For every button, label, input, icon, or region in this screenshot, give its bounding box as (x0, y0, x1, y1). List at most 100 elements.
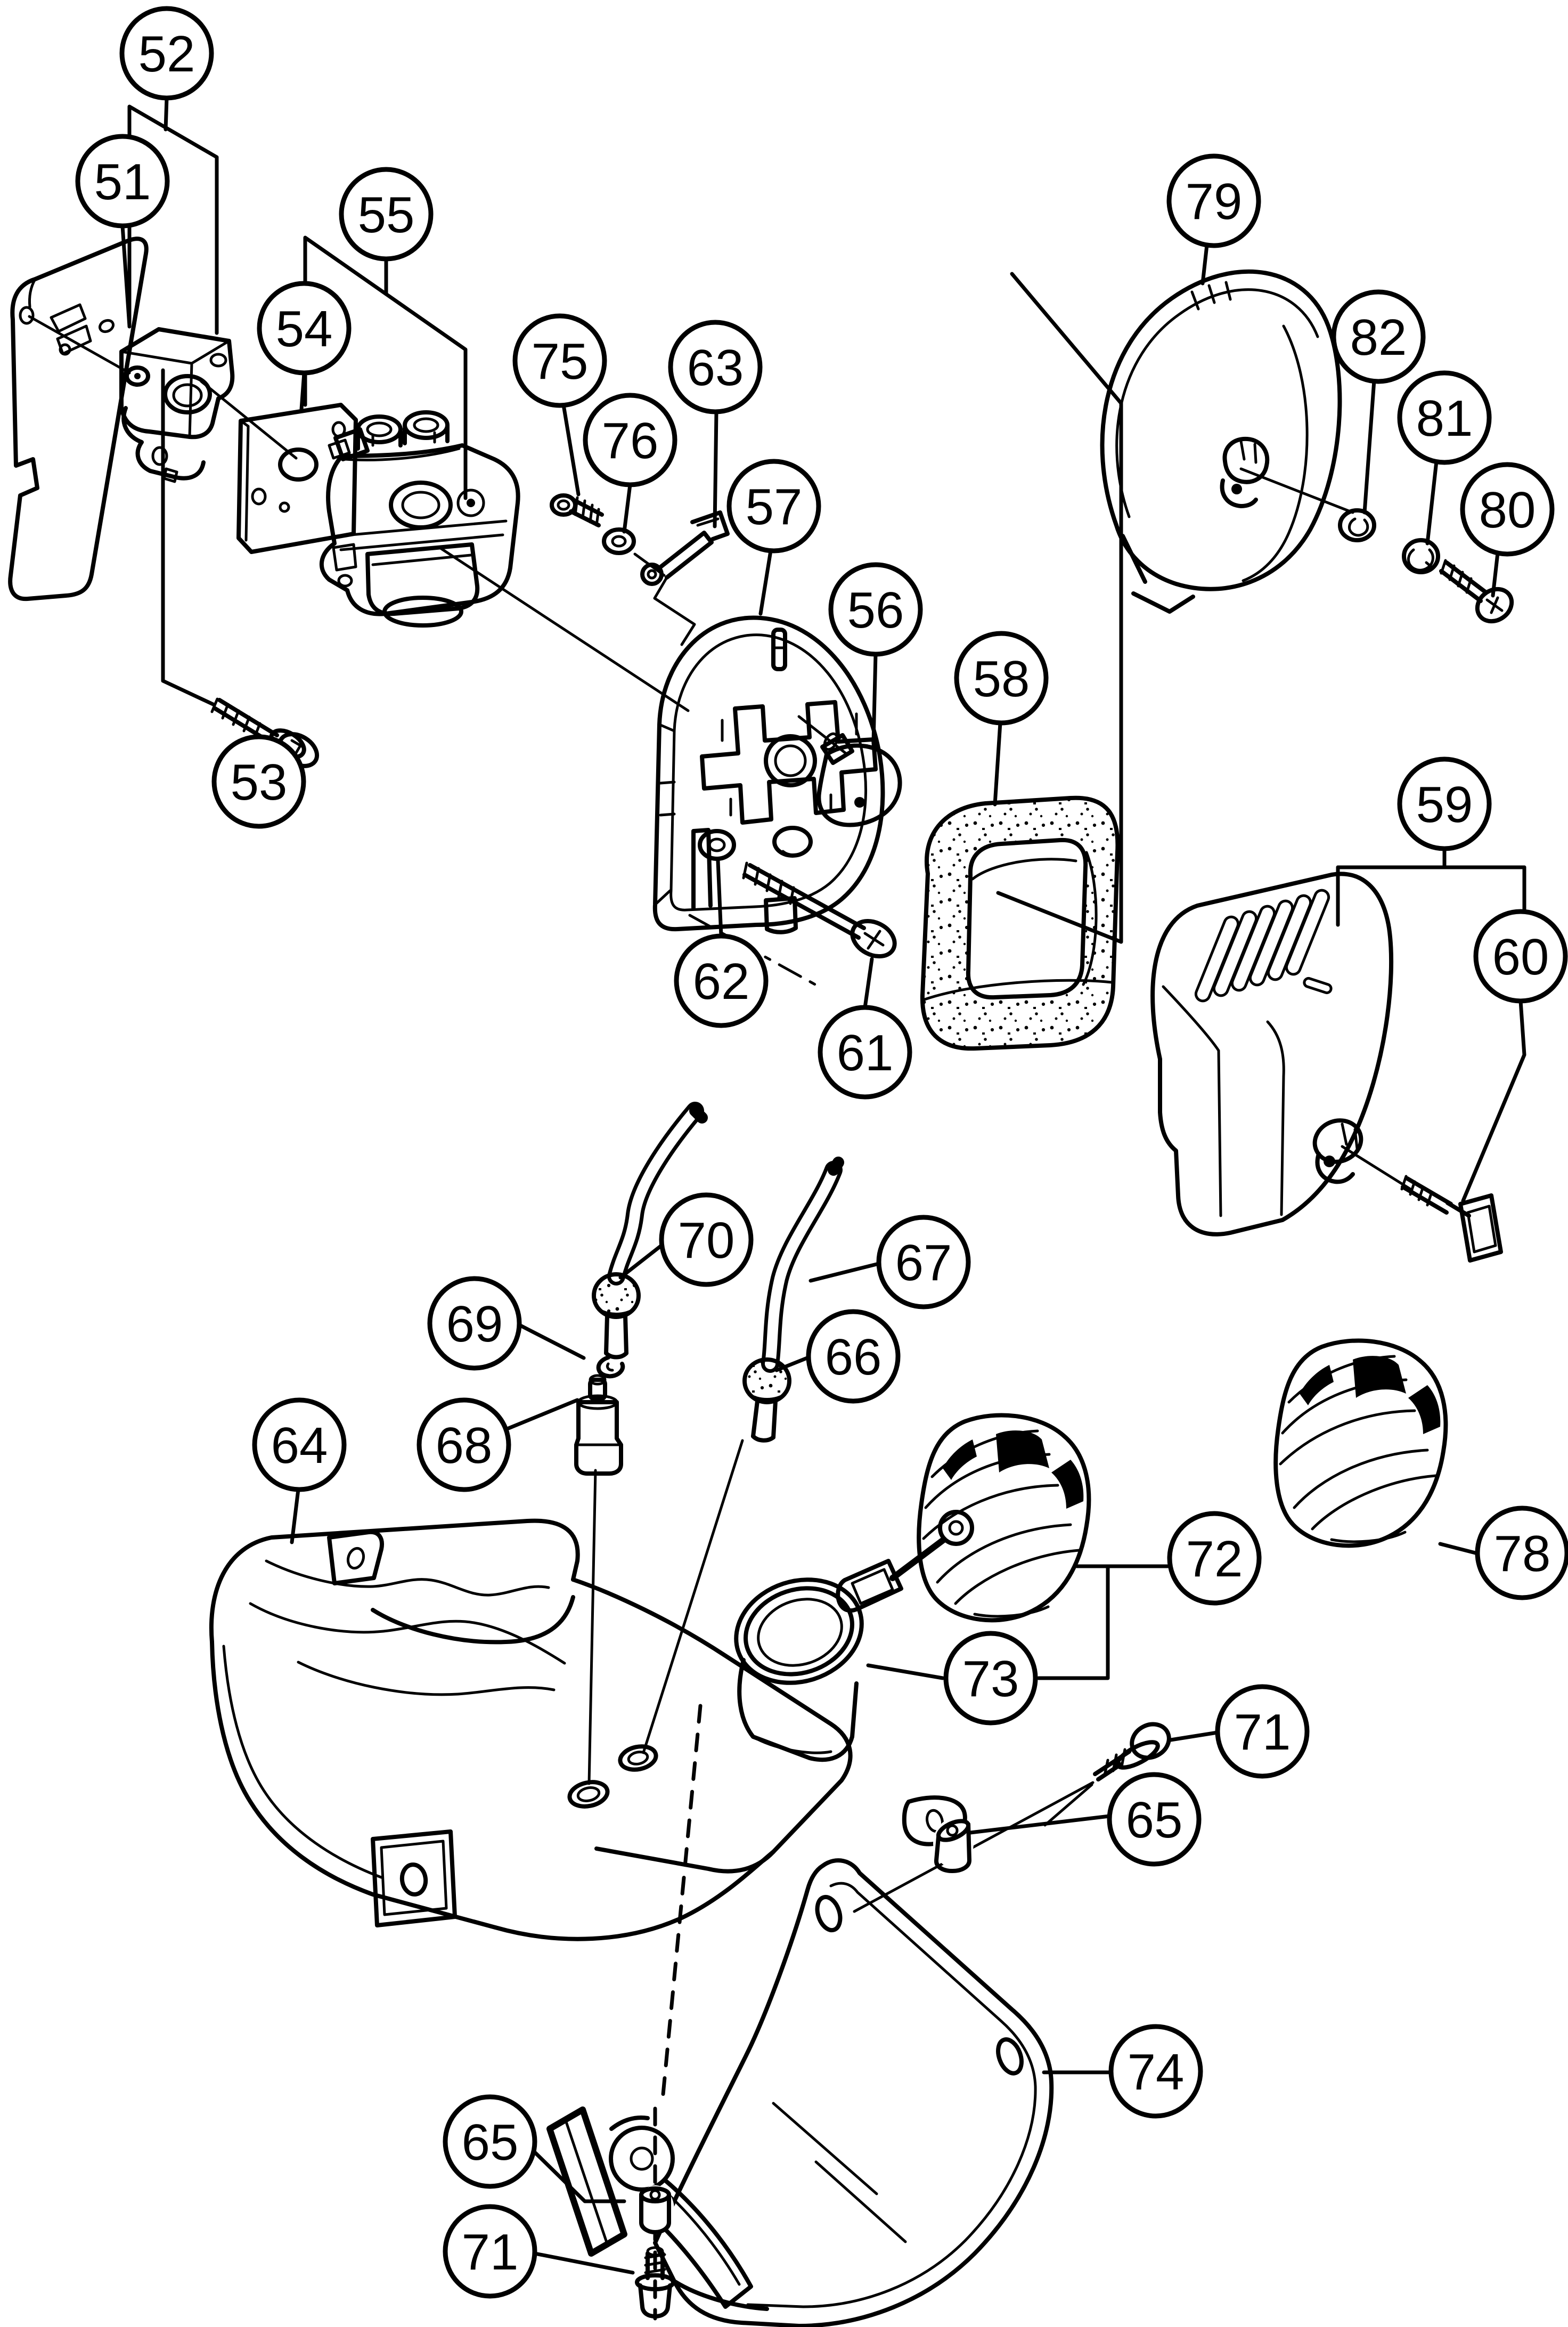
callout-balloon-68 (416, 1397, 511, 1492)
screw-71-axis-tail (1043, 1783, 1093, 1827)
screw-53-axis-line (161, 368, 215, 706)
callout-balloon-69 (427, 1276, 522, 1371)
callout-number-78: 78 (1494, 1525, 1551, 1582)
air-cleaner-plate-57-drawing (652, 615, 885, 934)
callout-balloon-64 (252, 1397, 347, 1492)
callout-balloon-52 (119, 6, 214, 101)
tank-bracket-drawing (546, 2106, 753, 2309)
callout-balloon-61 (818, 1005, 912, 1100)
callout-number-65: 65 (1126, 1792, 1183, 1849)
fuel-filter-68-drawing (574, 1374, 623, 1476)
callout-balloon-51 (75, 134, 170, 229)
callout-number-82: 82 (1350, 309, 1407, 366)
screw-61-drawing (742, 861, 897, 959)
leader-line-65 (532, 2149, 626, 2203)
callout-balloon-70 (659, 1192, 754, 1287)
cap-retainer-73-drawing (836, 1510, 974, 1613)
leader-line-76 (622, 483, 632, 534)
callout-number-73: 73 (962, 1650, 1019, 1707)
callout-number-76: 76 (602, 412, 659, 469)
leader-line-57 (758, 549, 773, 616)
callout-number-69: 69 (446, 1296, 503, 1353)
collar-65b-drawing (636, 2185, 674, 2234)
callout-balloon-76 (583, 393, 677, 487)
leader-line-61 (863, 957, 874, 1010)
callout-number-55: 55 (358, 186, 415, 243)
callout-balloon-57 (726, 459, 821, 554)
leader-line-71 (533, 2251, 635, 2275)
leader-line-70 (618, 1243, 664, 1280)
leader-line-58 (993, 721, 1002, 807)
filter-68-drop-line (587, 1469, 597, 1785)
callout-number-71: 71 (462, 2224, 519, 2281)
ring-69-drawing (596, 1355, 625, 1379)
callout-number-58: 58 (973, 650, 1030, 707)
callout-balloon-53 (211, 734, 306, 829)
leader-line-80 (1491, 551, 1500, 598)
fuel-hose-67-drawing (761, 1157, 844, 1373)
callout-number-54: 54 (276, 300, 333, 357)
washer-81-drawing (1402, 538, 1440, 574)
tank-rear-tab (327, 1529, 384, 1585)
callout-number-66: 66 (825, 1329, 882, 1386)
leader-line-73 (1036, 1564, 1110, 1680)
leader-line-64 (290, 1487, 300, 1544)
plate-57-center-boss (700, 700, 878, 858)
callout-number-56: 56 (847, 582, 904, 639)
grommet-66-drawing (742, 1357, 791, 1443)
callout-balloons: 5152535455565758596061626364656667686970… (75, 6, 1568, 2299)
callout-balloon-82 (1331, 289, 1426, 384)
leader-line-78 (1438, 1542, 1480, 1556)
choke-link-63-drawing (640, 510, 730, 586)
callout-balloon-74 (1108, 2024, 1203, 2119)
callout-number-71: 71 (1234, 1704, 1291, 1761)
callout-number-67: 67 (895, 1234, 952, 1291)
callout-balloon-81 (1397, 370, 1492, 465)
callout-number-64: 64 (271, 1417, 328, 1474)
foam-element-58-drawing (920, 795, 1120, 1051)
callout-balloon-66 (806, 1309, 901, 1404)
leader-line-79 (1200, 243, 1209, 286)
callout-number-60: 60 (1492, 929, 1549, 986)
leader-line-68 (504, 1398, 579, 1431)
choke-lever-56-drawing (816, 732, 902, 827)
callout-balloon-60 (1473, 909, 1568, 1004)
callout-number-62: 62 (693, 953, 750, 1010)
carb-to-plate-axis-line (437, 546, 690, 712)
callout-number-68: 68 (436, 1417, 493, 1474)
callout-balloon-79 (1166, 153, 1261, 248)
leader-line-81 (1425, 459, 1439, 546)
link-zigzag-line (653, 576, 696, 646)
guard-74-drawing (653, 1858, 1054, 2327)
leader-line-66 (774, 1355, 811, 1372)
washer-76-drawing (602, 527, 636, 555)
callout-number-65: 65 (462, 2114, 519, 2171)
fuel-hose-70-drawing (607, 1102, 708, 1285)
callout-number-52: 52 (138, 26, 195, 83)
cover-59-screwhole-line (1341, 1145, 1412, 1191)
callout-number-80: 80 (1479, 482, 1536, 539)
screw-80-drawing (1439, 559, 1514, 624)
tank-guard-axis-dashed (660, 1704, 703, 2108)
leader-line-67 (808, 1262, 881, 1283)
callout-balloon-78 (1475, 1506, 1568, 1600)
leader-line-69 (517, 1323, 586, 1360)
leader-line-65 (968, 1814, 1112, 1835)
carburetor-55-drawing (319, 410, 520, 628)
callout-balloon-71 (1215, 1684, 1310, 1779)
callout-balloon-54 (257, 281, 352, 376)
grommet-70-drawing (592, 1272, 641, 1360)
callout-balloon-59 (1397, 756, 1492, 851)
callout-number-79: 79 (1186, 173, 1243, 230)
tank-left-lug (371, 1829, 457, 1927)
callout-number-59: 59 (1416, 776, 1473, 833)
leader-line-71 (1169, 1730, 1220, 1742)
insulator-block-drawing (119, 327, 235, 483)
callout-balloon-65 (443, 2094, 537, 2189)
washer-82-drawing (1338, 508, 1376, 542)
screw-71b-drawing (635, 2246, 675, 2318)
callout-balloon-62 (674, 933, 769, 1028)
screw-71-axis-line (853, 1781, 1095, 1913)
washer-62-drawing (698, 829, 736, 861)
